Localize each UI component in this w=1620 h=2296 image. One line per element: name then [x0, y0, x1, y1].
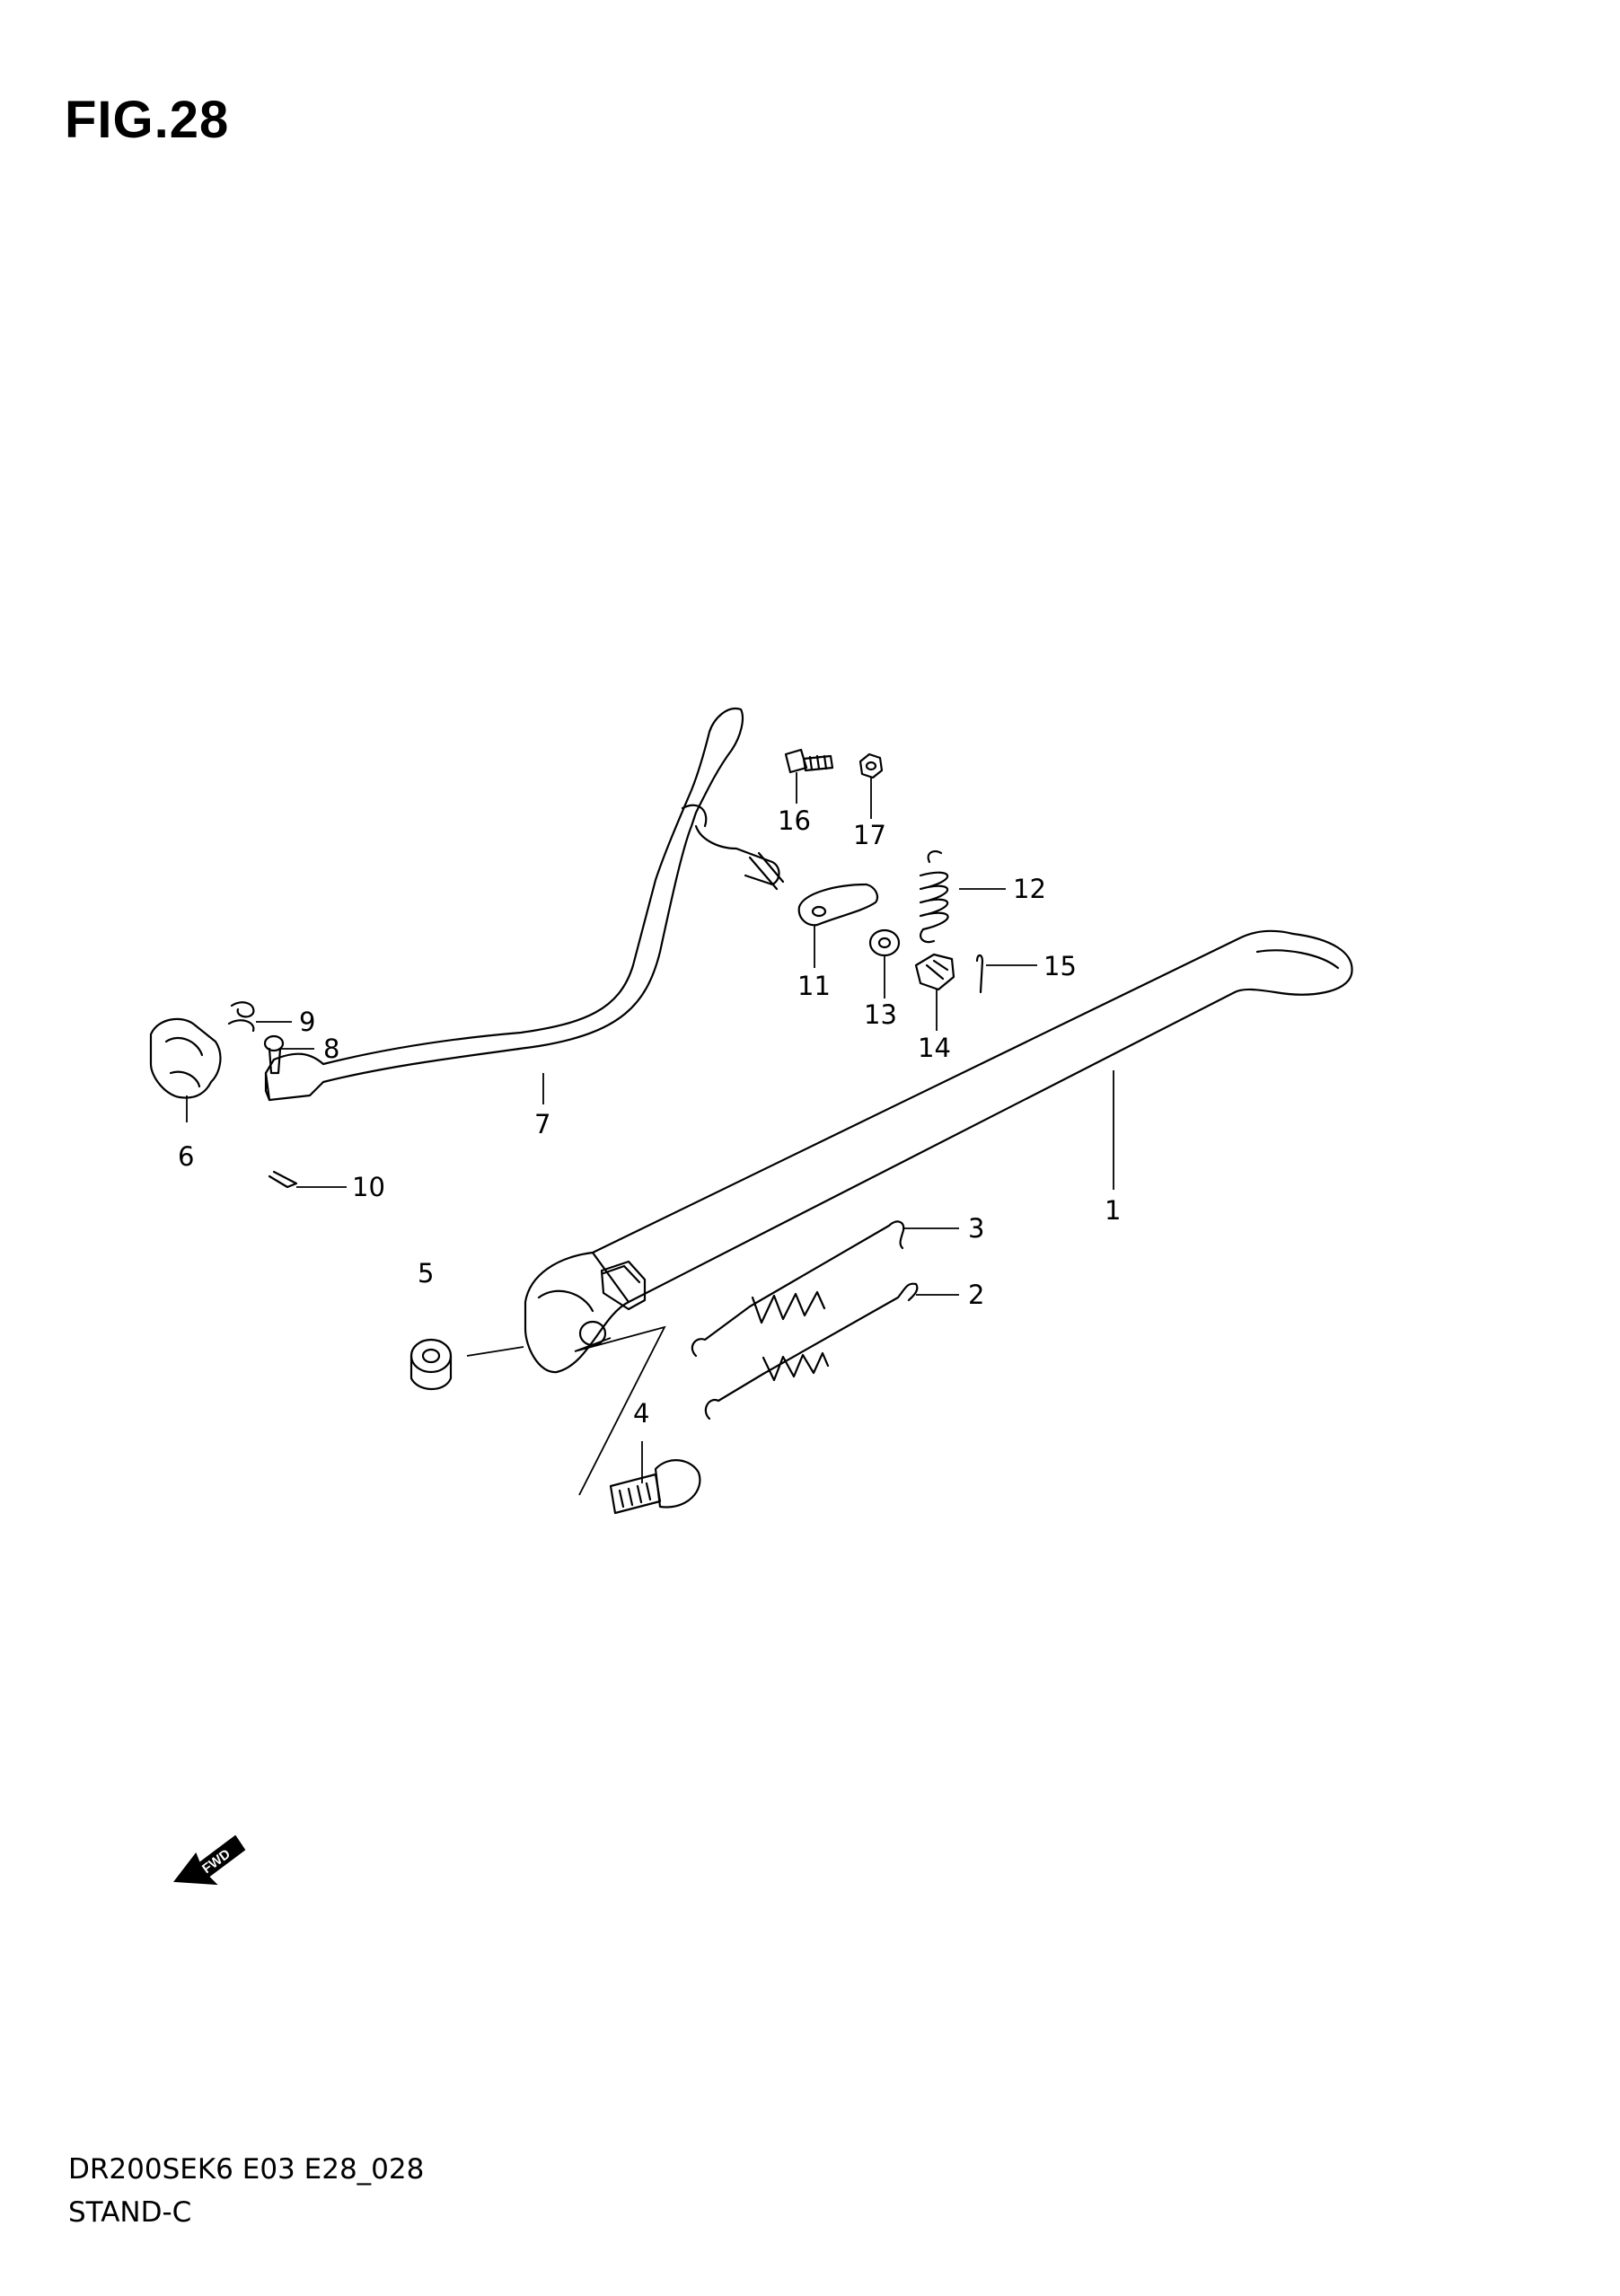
callout-12: 12 — [1013, 874, 1046, 904]
callout-8: 8 — [323, 1034, 339, 1064]
callout-11: 11 — [797, 971, 831, 1001]
switch-pin-part[interactable] — [975, 954, 984, 994]
callout-4: 4 — [633, 1398, 649, 1429]
callout-13: 13 — [864, 999, 897, 1030]
callout-5: 5 — [418, 1258, 434, 1289]
callout-14: 14 — [918, 1033, 951, 1063]
cotter-pin-part[interactable] — [268, 1170, 298, 1189]
switch-bolt-part[interactable] — [784, 748, 834, 774]
switch-plate-part[interactable] — [797, 883, 879, 927]
callout-9: 9 — [299, 1007, 315, 1037]
switch-nut-small-part[interactable] — [858, 752, 884, 779]
stand-nut-part[interactable] — [409, 1338, 453, 1391]
callout-2: 2 — [968, 1280, 984, 1310]
figure-title: FIG.28 — [65, 91, 230, 149]
callout-6: 6 — [178, 1141, 194, 1172]
stand-rubber-part[interactable] — [149, 1017, 222, 1099]
rubber-clip-part[interactable] — [227, 1001, 255, 1033]
callout-1: 1 — [1105, 1195, 1121, 1226]
callout-3: 3 — [968, 1213, 984, 1244]
leader-lines — [186, 772, 1114, 1496]
model-code: DR200SEK6 E03 E28_028 — [68, 2153, 425, 2186]
callout-15: 15 — [1043, 951, 1077, 981]
section-name: STAND-C — [68, 2196, 192, 2229]
callout-7: 7 — [534, 1109, 550, 1139]
callout-labels: 1 2 3 4 5 6 7 8 9 10 11 12 13 14 15 16 1… — [178, 805, 1121, 1429]
fwd-arrow-icon: FWD — [173, 1834, 246, 1886]
side-stand-part[interactable] — [524, 929, 1353, 1374]
switch-nut-part[interactable] — [914, 953, 955, 991]
stand-bolt-part[interactable] — [609, 1459, 701, 1515]
stand-spring-outer-part[interactable] — [704, 1282, 919, 1421]
rubber-pin-part[interactable] — [263, 1034, 285, 1075]
washer-part[interactable] — [868, 928, 901, 957]
callout-16: 16 — [778, 805, 811, 836]
stand-bracket-part[interactable] — [264, 707, 785, 1102]
stand-spring-inner-part[interactable] — [691, 1220, 905, 1358]
callout-17: 17 — [853, 820, 886, 850]
switch-spring-part[interactable] — [919, 849, 949, 944]
callout-10: 10 — [352, 1172, 385, 1202]
